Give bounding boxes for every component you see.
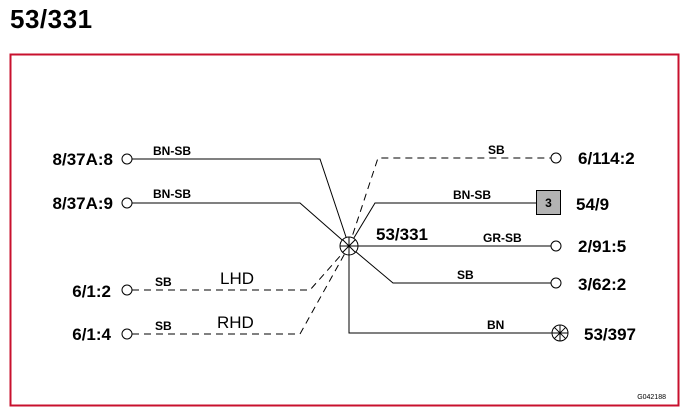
terminal-circle-3-62-2 — [550, 277, 562, 289]
figure-reference-code: G042188 — [637, 394, 666, 401]
wire-54-9: 3 BN-SB 54/9 — [348, 188, 609, 247]
variant-rhd-label: RHD — [217, 313, 254, 332]
wire-6-1-2: SB LHD 6/1:2 — [72, 245, 350, 301]
wire-color-6-1-4: SB — [155, 319, 172, 333]
terminal-circle-8-37a-9 — [121, 197, 133, 209]
wire-6-1-4: SB RHD 6/1:4 — [72, 245, 350, 344]
wire-color-3-62-2: SB — [457, 268, 474, 282]
wire-color-6-114-2: SB — [488, 143, 505, 157]
connector-box-number: 3 — [545, 196, 552, 210]
terminal-label-8-37a-9: 8/37A:9 — [53, 194, 113, 213]
wire-color-54-9: BN-SB — [453, 188, 491, 202]
wire-color-53-397: BN — [487, 318, 504, 332]
variant-lhd-label: LHD — [220, 269, 254, 288]
terminal-label-53-397: 53/397 — [584, 325, 636, 344]
wire-color-8-37a-8: BN-SB — [153, 144, 191, 158]
terminal-circle-8-37a-8 — [121, 153, 133, 165]
wire-color-6-1-2: SB — [155, 275, 172, 289]
terminal-label-54-9: 54/9 — [576, 195, 609, 214]
wire-6-114-2: SB 6/114:2 — [348, 143, 635, 247]
wire-2-91-5: GR-SB 2/91:5 — [349, 231, 626, 256]
connector-box-54-9 — [536, 190, 561, 215]
wire-3-62-2: SB 3/62:2 — [348, 245, 626, 294]
wire-color-8-37a-9: BN-SB — [153, 187, 191, 201]
terminal-label-2-91-5: 2/91:5 — [578, 237, 626, 256]
wire-color-2-91-5: GR-SB — [483, 231, 522, 245]
terminal-label-8-37a-8: 8/37A:8 — [53, 150, 113, 169]
terminal-circle-6-1-4 — [121, 328, 133, 340]
splice-junction-icon — [339, 236, 359, 256]
terminal-label-3-62-2: 3/62:2 — [578, 275, 626, 294]
terminal-label-6-114-2: 6/114:2 — [578, 149, 635, 168]
wire-8-37a-9: BN-SB 8/37A:9 — [53, 187, 350, 247]
splice-label: 53/331 — [376, 225, 428, 244]
terminal-circle-6-1-2 — [121, 284, 133, 296]
wire-53-397: BN 53/397 — [348, 246, 636, 344]
page-title: 53/331 — [10, 4, 93, 34]
diagram-border — [9, 53, 680, 407]
ground-lamp-icon — [551, 324, 569, 342]
terminal-circle-6-114-2 — [550, 152, 562, 164]
terminal-label-6-1-2: 6/1:2 — [72, 282, 111, 301]
wire-8-37a-8: BN-SB 8/37A:8 — [53, 144, 350, 247]
terminal-circle-2-91-5 — [550, 240, 562, 252]
terminal-label-6-1-4: 6/1:4 — [72, 325, 111, 344]
